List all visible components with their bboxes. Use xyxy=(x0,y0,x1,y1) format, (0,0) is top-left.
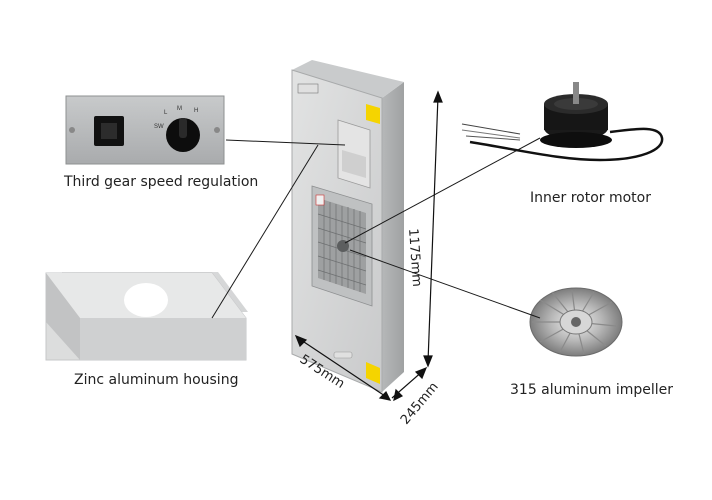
speed-control-plate xyxy=(65,95,225,165)
label-impeller: 315 aluminum impeller xyxy=(510,382,674,398)
housing-sample xyxy=(45,272,248,361)
motor xyxy=(461,82,664,162)
label-housing: Zinc aluminum housing xyxy=(74,372,239,388)
dim-line-height xyxy=(427,95,439,363)
leader-impeller xyxy=(349,249,541,319)
unit-nameplate xyxy=(297,83,319,94)
leader-motor xyxy=(344,137,541,244)
label-motor: Inner rotor motor xyxy=(530,190,651,206)
label-speed-control: Third gear speed regulation xyxy=(64,174,259,190)
leader-lines xyxy=(211,137,541,319)
ffu-unit xyxy=(291,60,404,393)
housing-cutout xyxy=(124,283,168,317)
knob-mark-l: L xyxy=(164,110,168,116)
knob-mark-h: H xyxy=(194,108,198,114)
warning-label-top xyxy=(366,104,380,124)
dim-line-width xyxy=(297,337,389,399)
leader-housing xyxy=(211,144,319,319)
dimension-lines xyxy=(294,90,443,402)
warning-label-bottom xyxy=(366,362,380,384)
knob-mark-sw: SW xyxy=(154,124,164,130)
knob-mark-m: M xyxy=(177,106,182,112)
leader-speed-control xyxy=(225,139,346,146)
impeller xyxy=(529,287,623,357)
